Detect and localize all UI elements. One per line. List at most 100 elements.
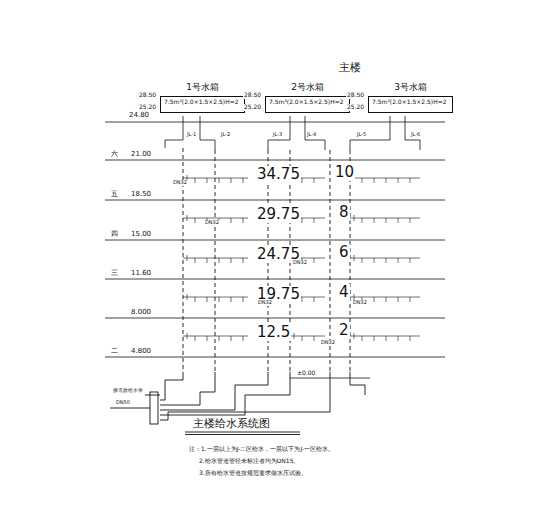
branch-pipe — [302, 218, 303, 223]
riser-tag: JL-3 — [272, 132, 283, 138]
branch-pipe — [290, 336, 325, 337]
branch-pipe — [231, 178, 232, 183]
branch-pipe — [243, 336, 244, 341]
note-text: 2.给水管道管径未标注者均为DN15。 — [198, 458, 300, 465]
level-mark: 18.50 — [130, 191, 152, 199]
branch-pipe — [362, 178, 363, 183]
riser-tag: JL-6 — [410, 132, 421, 138]
branch-pipe — [183, 178, 248, 179]
branch-pipe — [362, 218, 363, 223]
pipe-size: DN32 — [292, 260, 308, 266]
floor-name: 五 — [110, 191, 119, 199]
branch-pipe — [183, 297, 248, 298]
branch-pipe — [398, 336, 399, 341]
tank-spec: 7.5m³(2.0×1.5×2.5)H=2 — [372, 99, 449, 106]
riser-tag: JL-5 — [356, 132, 367, 138]
water-tank: 3号水箱7.5m³(2.0×1.5×2.5)H=2 — [368, 96, 453, 113]
branch-pipe — [231, 258, 232, 263]
level-mark: 15.00 — [130, 231, 152, 239]
branch-pipe — [243, 258, 244, 263]
branch-pipe — [187, 294, 188, 300]
source-note: 接市政给水管 — [112, 388, 144, 394]
level-mark: 8.000 — [130, 309, 152, 317]
branch-pipe — [386, 258, 387, 263]
branch-pipe — [314, 218, 315, 223]
branch-pipe — [302, 297, 303, 302]
branch-pipe — [374, 336, 375, 341]
branch-pipe — [219, 178, 220, 183]
level-mark: 21.00 — [130, 151, 152, 159]
branch-pipe — [231, 218, 232, 223]
branch-pipe — [354, 333, 355, 339]
branch-pipe — [219, 336, 220, 341]
branch-pipe — [195, 258, 196, 263]
floor-count: 4 — [338, 284, 350, 301]
pipe-size: DN32 — [257, 300, 273, 306]
floor-count: 8 — [338, 204, 350, 221]
branch-pipe — [350, 297, 420, 298]
tank-name: 3号水箱 — [394, 81, 427, 94]
pressure-value: 29.75 — [256, 206, 301, 223]
branch-pipe — [219, 258, 220, 263]
branch-pipe — [187, 333, 188, 339]
pipe-size: DN32 — [320, 340, 336, 346]
tank-name: 1号水箱 — [186, 81, 219, 94]
note-text: 3.所有给水管道按规范要求做水压试验。 — [198, 470, 308, 477]
branch-pipe — [187, 215, 188, 221]
branch-pipe — [314, 336, 315, 341]
pipe-size: DN32 — [352, 300, 368, 306]
branch-pipe — [386, 336, 387, 341]
branch-pipe — [302, 178, 303, 183]
drawing-title: 主楼给水系统图 — [192, 418, 271, 430]
branch-pipe — [354, 255, 355, 261]
branch-pipe — [398, 297, 399, 302]
branch-pipe — [195, 297, 196, 302]
level-mark: 25.20 — [346, 104, 365, 111]
branch-pipe — [410, 178, 411, 183]
level-mark: 28.50 — [346, 92, 365, 99]
level-mark: 28.50 — [138, 92, 157, 99]
branch-pipe — [374, 297, 375, 302]
level-mark: 4.800 — [130, 348, 152, 356]
branch-pipe — [410, 258, 411, 263]
riser-tag: JL-1 — [186, 132, 197, 138]
branch-pipe — [350, 218, 420, 219]
branch-pipe — [195, 178, 196, 183]
branch-pipe — [410, 336, 411, 341]
floor-name: 六 — [110, 151, 119, 159]
branch-pipe — [398, 258, 399, 263]
branch-pipe — [294, 333, 295, 339]
water-tank: 1号水箱7.5m³(2.0×1.5×2.5)H=2 — [160, 96, 245, 113]
branch-pipe — [398, 218, 399, 223]
branch-pipe — [219, 297, 220, 302]
branch-pipe — [231, 336, 232, 341]
branch-pipe — [302, 336, 303, 341]
branch-pipe — [183, 336, 248, 337]
floor-name: 三 — [110, 270, 119, 278]
branch-pipe — [350, 178, 420, 179]
level-mark: 28.50 — [243, 92, 262, 99]
branch-pipe — [314, 178, 315, 183]
floor-count: 10 — [334, 164, 355, 181]
branch-pipe — [350, 258, 420, 259]
level-mark: 25.20 — [243, 104, 262, 111]
level-mark: 11.60 — [130, 270, 152, 278]
branch-pipe — [410, 218, 411, 223]
branch-pipe — [386, 218, 387, 223]
branch-pipe — [243, 297, 244, 302]
branch-pipe — [231, 297, 232, 302]
tank-spec: 7.5m³(2.0×1.5×2.5)H=2 — [164, 99, 241, 106]
branch-pipe — [195, 218, 196, 223]
tank-name: 2号水箱 — [291, 81, 324, 94]
branch-pipe — [410, 297, 411, 302]
riser-tag: JL-4 — [306, 132, 317, 138]
branch-pipe — [362, 258, 363, 263]
branch-pipe — [374, 258, 375, 263]
floor-name: 四 — [110, 231, 119, 239]
floor-name: 二 — [110, 348, 119, 356]
branch-pipe — [187, 255, 188, 261]
branch-pipe — [386, 178, 387, 183]
pressure-value: 12.5 — [256, 324, 291, 341]
branch-pipe — [243, 178, 244, 183]
